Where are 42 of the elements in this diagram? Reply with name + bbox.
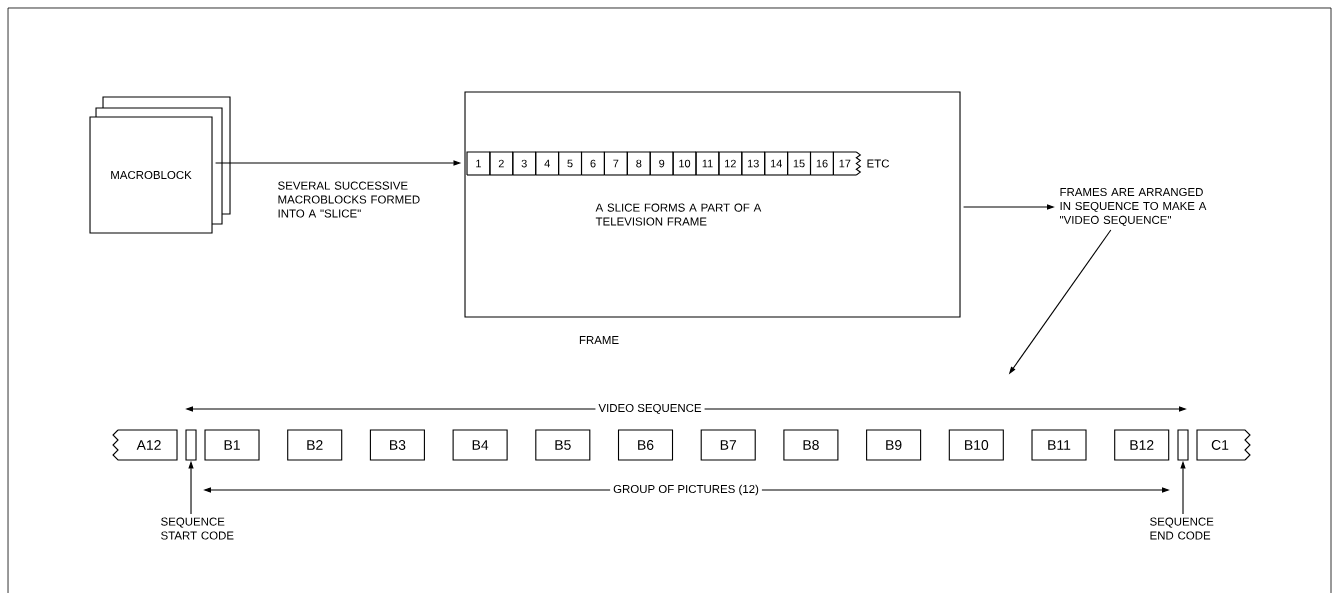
picture-box: B8 <box>783 429 839 461</box>
slice-cell: 13 <box>741 151 766 176</box>
picture-box: B9 <box>866 429 922 461</box>
slice-cell: 17 <box>832 151 862 176</box>
code-marker-box <box>185 429 197 461</box>
slice-cell: 9 <box>649 151 674 176</box>
picture-box: B1 <box>204 429 260 461</box>
dimension-label: GROUP OF PICTURES (12) <box>610 481 762 499</box>
slice-cell: 16 <box>809 151 834 176</box>
picture-box: B4 <box>452 429 508 461</box>
picture-box: B5 <box>535 429 591 461</box>
picture-box: B7 <box>700 429 756 461</box>
slice-cell: 10 <box>672 151 697 176</box>
slice-cell: 15 <box>787 151 812 176</box>
slice-cell: 8 <box>626 151 651 176</box>
picture-box: B6 <box>617 429 674 461</box>
torn-picture-box: C1 <box>1196 429 1251 461</box>
picture-box: B10 <box>948 429 1004 461</box>
macroblock-stack: MACROBLOCK <box>89 96 231 234</box>
slice-cell: 12 <box>718 151 743 176</box>
picture-box: B3 <box>369 429 425 461</box>
code-label: SEQUENCE END CODE <box>1150 517 1214 540</box>
slice-cell: 14 <box>764 151 789 176</box>
dimension-label: VIDEO SEQUENCE <box>595 400 705 418</box>
text-note: FRAMES ARE ARRANGED IN SEQUENCE TO MAKE A "VIDEO SEQUENCE" <box>1060 187 1207 227</box>
edge-label: SEVERAL SUCCESSIVE MACROBLOCKS FORMED INTO A "SLICE" <box>278 181 420 218</box>
picture-box: B2 <box>287 429 343 461</box>
picture-box: B12 <box>1114 429 1170 461</box>
slice-cell: 7 <box>603 151 628 176</box>
slice-cell: 2 <box>489 151 514 176</box>
slice-cell: 1 <box>466 151 491 176</box>
torn-picture-box: A12 <box>112 429 178 461</box>
code-label: SEQUENCE START CODE <box>161 517 234 540</box>
slice-cell: 5 <box>558 151 583 176</box>
slice-cell: 4 <box>535 151 560 176</box>
frame-caption: FRAME <box>579 336 619 344</box>
slice-cell: 11 <box>695 151 720 176</box>
picture-box: B11 <box>1031 429 1087 461</box>
slice-cell: 3 <box>512 151 537 176</box>
etc-label: ETC <box>867 159 890 168</box>
slice-cell: 6 <box>580 151 605 176</box>
code-marker-box <box>1177 429 1189 461</box>
